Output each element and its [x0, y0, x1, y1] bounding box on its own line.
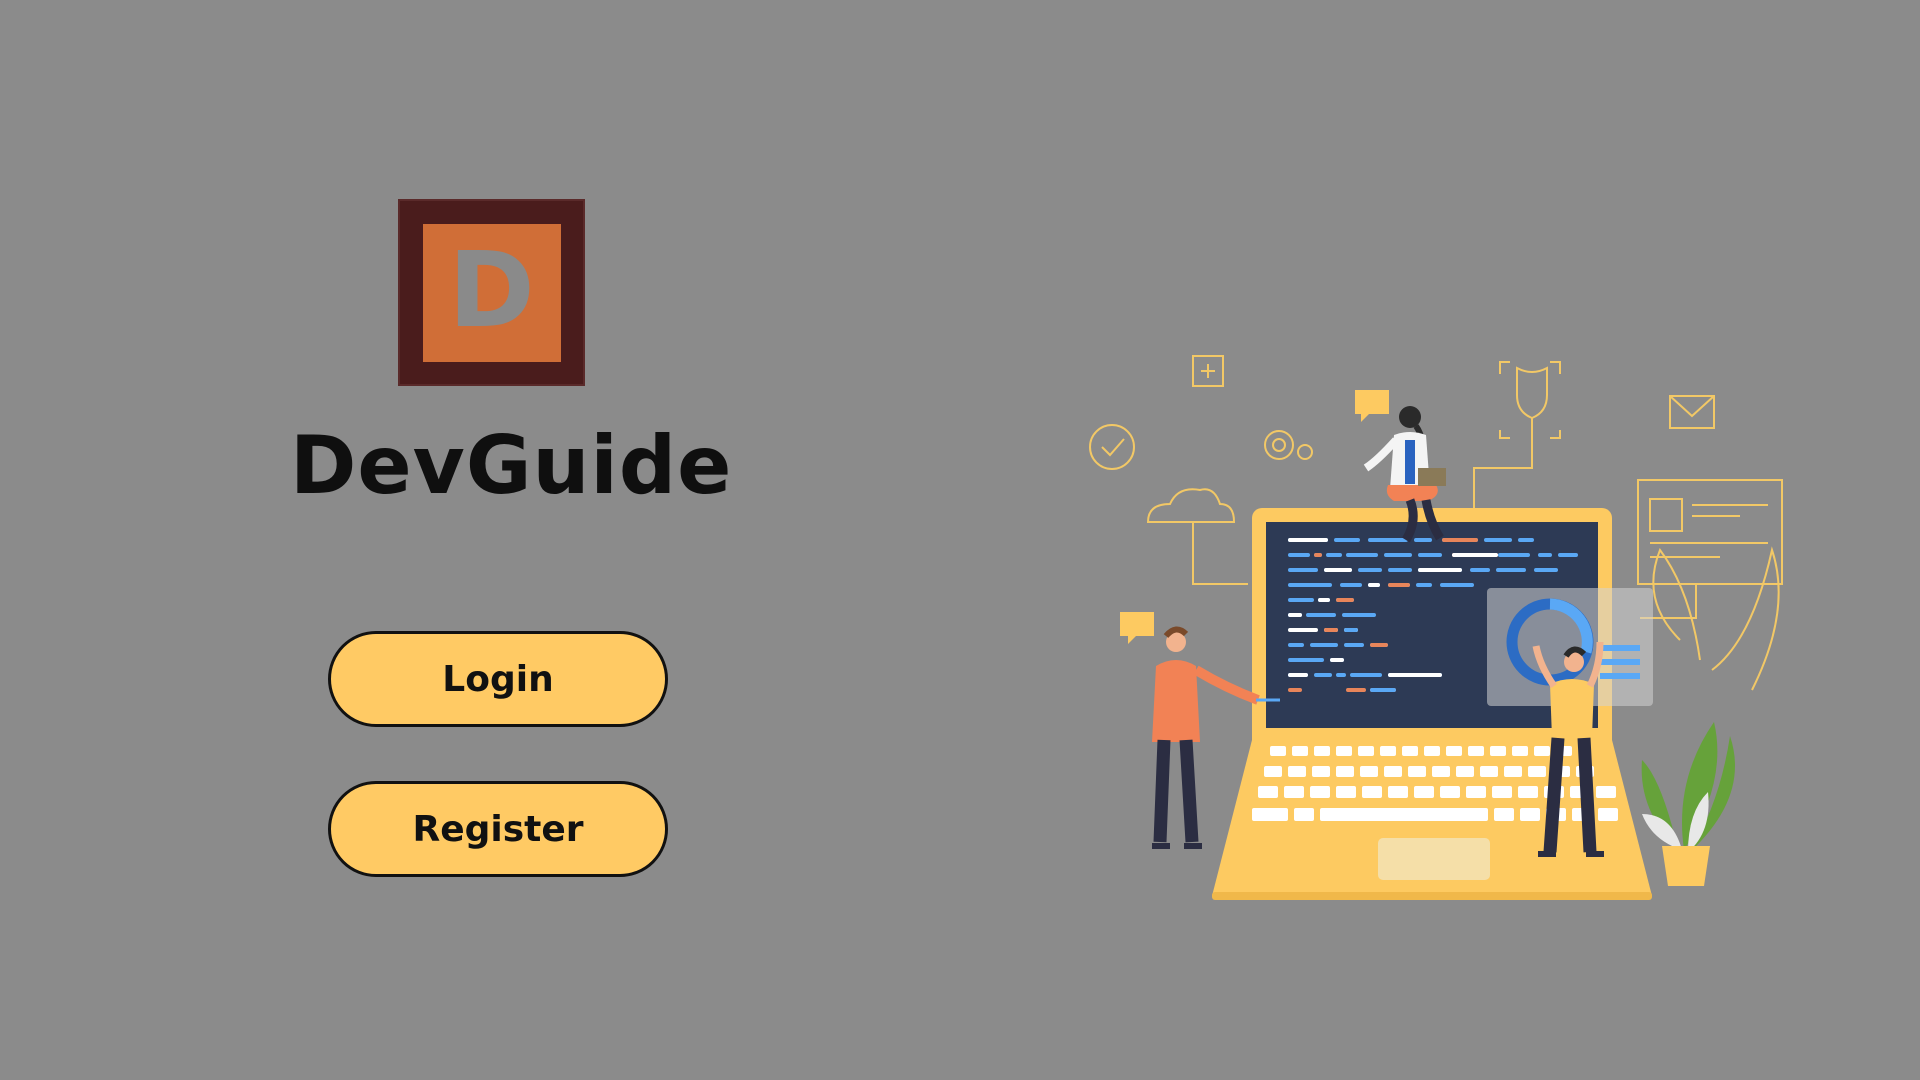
- gear-icon: [1264, 430, 1294, 460]
- envelope-icon: [1669, 395, 1715, 429]
- woman-figure: [1363, 406, 1446, 543]
- app-title: DevGuide: [290, 419, 733, 512]
- plant-illustration: [1641, 722, 1735, 886]
- check-circle-icon: [1089, 424, 1135, 470]
- devguide-logo-icon: D: [398, 199, 585, 386]
- man-pointing-figure: [1152, 626, 1280, 849]
- shield-icon: [1499, 361, 1561, 439]
- document-card-icon: [1637, 479, 1783, 585]
- illustration-svg: [1089, 355, 1783, 900]
- developer-laptop-illustration: [1080, 340, 1820, 910]
- chat-bubble-icon-2: [1120, 612, 1154, 644]
- plus-box-icon: [1192, 355, 1224, 387]
- logo-inner: D: [422, 223, 561, 362]
- register-button[interactable]: Register: [328, 781, 668, 877]
- logo-letter: D: [448, 228, 535, 351]
- chat-bubble-icon: [1355, 390, 1389, 422]
- login-button[interactable]: Login: [328, 631, 668, 727]
- touchpad: [1378, 838, 1490, 880]
- man-raising-arms-figure: [1532, 641, 1604, 857]
- cloud-icon: [1146, 488, 1236, 523]
